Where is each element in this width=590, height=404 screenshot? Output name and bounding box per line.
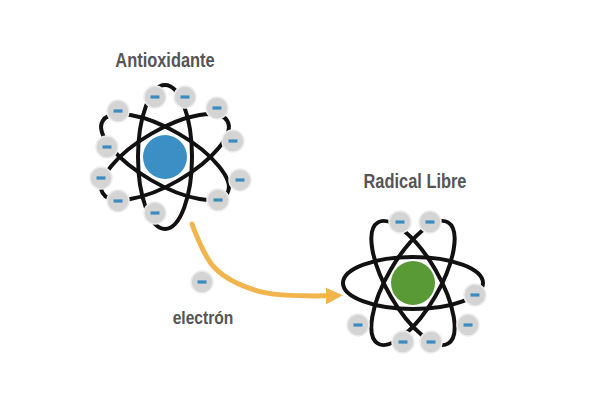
- nucleus: [391, 261, 435, 305]
- atom-node: Antioxidante: [90, 48, 240, 226]
- orbit: [89, 98, 241, 217]
- electrons: [347, 211, 486, 353]
- antioxidant-atom: [89, 85, 241, 229]
- orbit: [355, 209, 470, 356]
- electrons: [90, 86, 251, 224]
- transfer-arrow: [192, 224, 336, 296]
- nucleus: [143, 135, 187, 179]
- atom-heading: Antioxidante: [79, 48, 251, 72]
- orbit: [355, 209, 470, 356]
- edge-label: electrón: [154, 306, 252, 330]
- free-electron: [191, 271, 213, 293]
- atom-heading: Radical Libre: [329, 169, 501, 193]
- radical-atom: [343, 209, 483, 356]
- orbit: [343, 257, 483, 309]
- atom-node: Radical Libre: [340, 169, 490, 355]
- orbit: [89, 98, 241, 217]
